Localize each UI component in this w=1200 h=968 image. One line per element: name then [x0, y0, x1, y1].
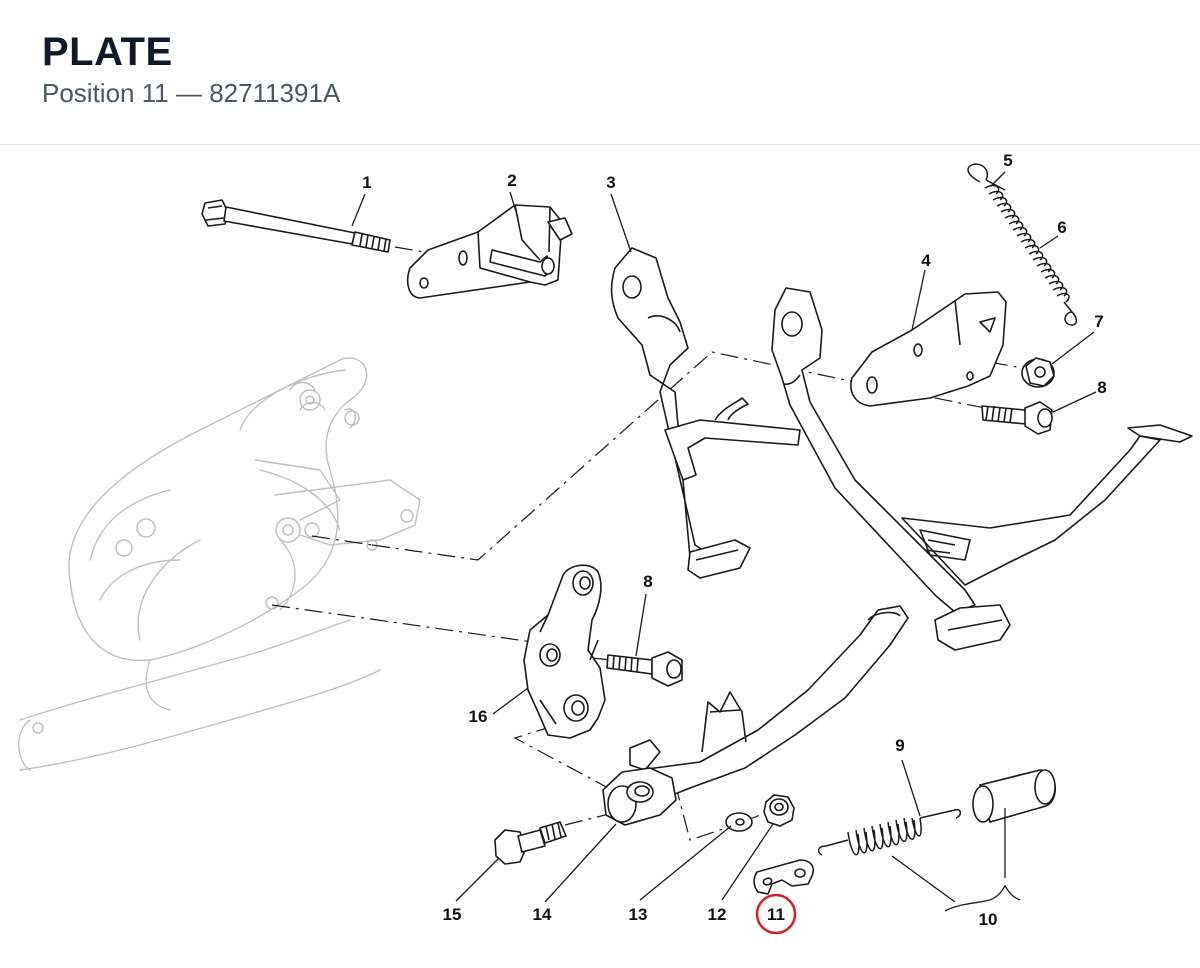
- callout-8-lower: 8: [643, 572, 652, 591]
- engine-casing-outline: [18, 357, 421, 771]
- part-12-nut: [763, 794, 795, 827]
- callout-12: 12: [708, 905, 727, 924]
- callout-leader-lines: [351, 171, 1097, 912]
- part-8-bolt-upper: [981, 401, 1053, 435]
- part-3-center-stand: [610, 247, 1193, 651]
- callout-11: 11: [767, 905, 785, 924]
- callout-7: 7: [1094, 312, 1103, 331]
- highlight-ring-position-11: [755, 893, 797, 935]
- callout-2: 2: [507, 171, 516, 190]
- subtitle-separator: —: [175, 78, 202, 108]
- callout-1: 1: [362, 173, 371, 192]
- callout-15: 15: [443, 905, 462, 924]
- part-10-sleeve: [972, 769, 1056, 823]
- callout-4: 4: [921, 251, 931, 270]
- position-label: Position 11: [42, 78, 169, 108]
- callout-8-upper: 8: [1097, 378, 1106, 397]
- part-14-side-stand: [602, 605, 909, 826]
- part-13-washer: [725, 812, 753, 832]
- part-15-pivot-bolt: [494, 821, 567, 865]
- page-title: PLATE: [42, 30, 173, 74]
- part-7-flange-nut: [1021, 357, 1055, 388]
- part-number: 82711391A: [209, 78, 341, 108]
- part-11-plate: [753, 859, 815, 895]
- callout-14: 14: [533, 905, 552, 924]
- callout-16: 16: [469, 707, 488, 726]
- part-9-spring: [817, 808, 962, 856]
- callout-10: 10: [979, 910, 998, 929]
- callout-13: 13: [629, 905, 648, 924]
- callout-3: 3: [606, 173, 615, 192]
- callout-9: 9: [895, 736, 904, 755]
- part-6-spring: [967, 163, 1078, 326]
- part-2-mounting-bracket: [406, 204, 573, 299]
- part-4-plate: [850, 291, 1007, 407]
- exploded-parts-diagram: 1 2 3 4 5 6 7 8 8 9 10 11 12 13 14 15 16: [0, 146, 1200, 968]
- page-header: PLATE Position 11 — 82711391A: [0, 0, 1200, 145]
- part-16-sidestand-bracket: [523, 564, 606, 739]
- engine-casing-bosses: [32, 389, 414, 734]
- part-1-long-bolt: [201, 199, 391, 253]
- callout-6: 6: [1057, 218, 1066, 237]
- callout-labels: 1 2 3 4 5 6 7 8 8 9 10 11 12 13 14 15 16: [362, 151, 1106, 929]
- page-subtitle: Position 11 — 82711391A: [42, 78, 340, 109]
- part-8-bolt-lower: [606, 651, 683, 687]
- callout-5: 5: [1003, 151, 1012, 170]
